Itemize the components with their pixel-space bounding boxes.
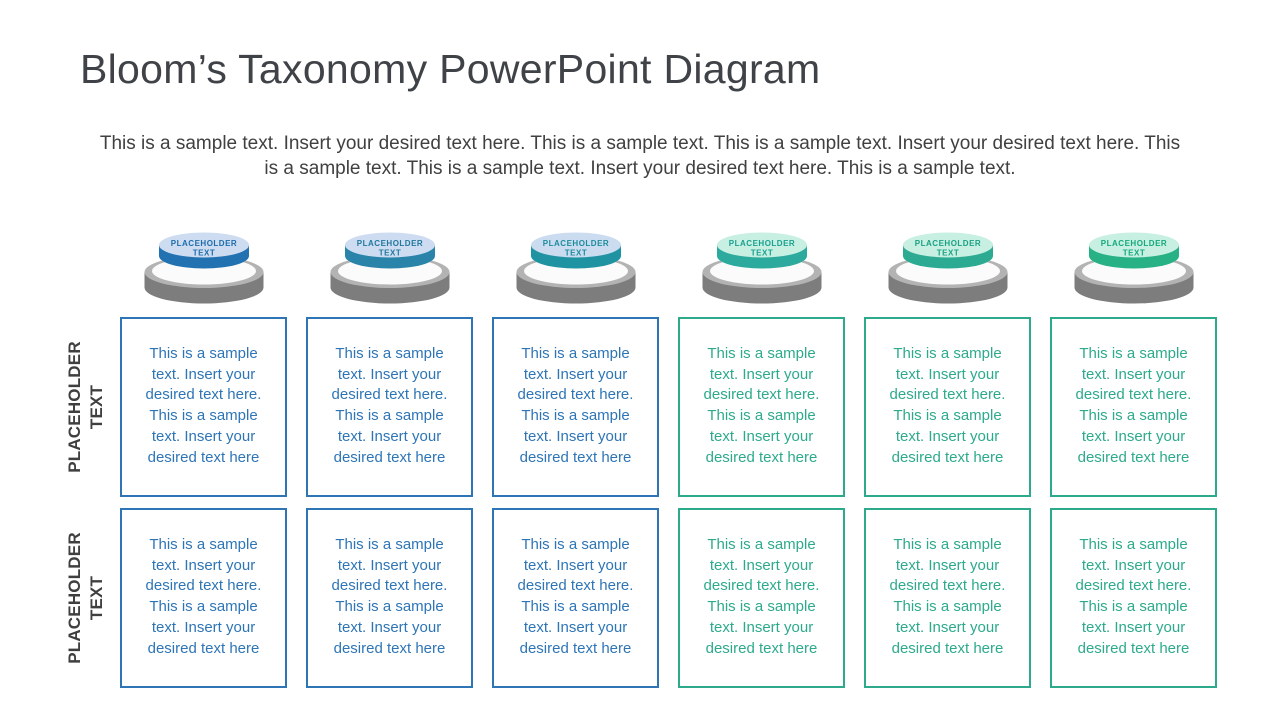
cell-text: This is a sample text. Insert your desir… bbox=[1075, 345, 1192, 466]
row-label-text: PLACEHOLDER TEXT bbox=[65, 532, 106, 664]
cell-text: This is a sample text. Insert your desir… bbox=[331, 536, 448, 657]
cell-r2-c3: This is a sample text. Insert your desir… bbox=[492, 508, 659, 688]
button-label-line2: TEXT bbox=[750, 249, 772, 258]
cell-r1-c5: This is a sample text. Insert your desir… bbox=[864, 317, 1031, 497]
level-button-1: PLACEHOLDER TEXT bbox=[120, 228, 287, 306]
row-label-text: PLACEHOLDER TEXT bbox=[65, 341, 106, 473]
button-label-line2: TEXT bbox=[378, 249, 400, 258]
cell-text: This is a sample text. Insert your desir… bbox=[331, 345, 448, 466]
cell-text: This is a sample text. Insert your desir… bbox=[1075, 536, 1192, 657]
button-3d-icon: PLACEHOLDER TEXT bbox=[702, 232, 821, 304]
cell-r1-c2: This is a sample text. Insert your desir… bbox=[306, 317, 473, 497]
button-label-line1: PLACEHOLDER bbox=[356, 239, 422, 248]
button-label-line1: PLACEHOLDER bbox=[542, 239, 608, 248]
button-label-line1: PLACEHOLDER bbox=[1100, 239, 1166, 248]
cell-r2-c2: This is a sample text. Insert your desir… bbox=[306, 508, 473, 688]
button-label-line2: TEXT bbox=[936, 249, 958, 258]
button-3d-icon: PLACEHOLDER TEXT bbox=[1074, 232, 1193, 304]
cell-r1-c4: This is a sample text. Insert your desir… bbox=[678, 317, 845, 497]
cell-text: This is a sample text. Insert your desir… bbox=[889, 345, 1006, 466]
slide-title: Bloom’s Taxonomy PowerPoint Diagram bbox=[80, 46, 821, 92]
cell-text: This is a sample text. Insert your desir… bbox=[517, 536, 634, 657]
button-label-line2: TEXT bbox=[192, 249, 214, 258]
button-3d-icon: PLACEHOLDER TEXT bbox=[516, 232, 635, 304]
button-label-line1: PLACEHOLDER bbox=[170, 239, 236, 248]
cell-text: This is a sample text. Insert your desir… bbox=[145, 536, 262, 657]
slide-description: This is a sample text. Insert your desir… bbox=[99, 133, 1181, 179]
level-button-3: PLACEHOLDER TEXT bbox=[492, 228, 659, 306]
cell-r1-c1: This is a sample text. Insert your desir… bbox=[120, 317, 287, 497]
button-label-line2: TEXT bbox=[1122, 249, 1144, 258]
cell-r1-c3: This is a sample text. Insert your desir… bbox=[492, 317, 659, 497]
cell-r1-c6: This is a sample text. Insert your desir… bbox=[1050, 317, 1217, 497]
button-3d-icon: PLACEHOLDER TEXT bbox=[330, 232, 449, 304]
button-3d-icon: PLACEHOLDER TEXT bbox=[888, 232, 1007, 304]
button-label-line1: PLACEHOLDER bbox=[914, 239, 980, 248]
cell-text: This is a sample text. Insert your desir… bbox=[703, 345, 820, 466]
cell-r2-c5: This is a sample text. Insert your desir… bbox=[864, 508, 1031, 688]
taxonomy-grid: PLACEHOLDER TEXT PLACEHOLDER TEXT bbox=[120, 228, 1217, 688]
level-button-4: PLACEHOLDER TEXT bbox=[678, 228, 845, 306]
button-label-line1: PLACEHOLDER bbox=[728, 239, 794, 248]
level-button-5: PLACEHOLDER TEXT bbox=[864, 228, 1031, 306]
cell-text: This is a sample text. Insert your desir… bbox=[517, 345, 634, 466]
cell-r2-c4: This is a sample text. Insert your desir… bbox=[678, 508, 845, 688]
cell-r2-c1: This is a sample text. Insert your desir… bbox=[120, 508, 287, 688]
level-button-2: PLACEHOLDER TEXT bbox=[306, 228, 473, 306]
button-label-line2: TEXT bbox=[564, 249, 586, 258]
level-button-6: PLACEHOLDER TEXT bbox=[1050, 228, 1217, 306]
cell-text: This is a sample text. Insert your desir… bbox=[703, 536, 820, 657]
button-3d-icon: PLACEHOLDER TEXT bbox=[144, 232, 263, 304]
cell-r2-c6: This is a sample text. Insert your desir… bbox=[1050, 508, 1217, 688]
cell-text: This is a sample text. Insert your desir… bbox=[889, 536, 1006, 657]
cell-text: This is a sample text. Insert your desir… bbox=[145, 345, 262, 466]
